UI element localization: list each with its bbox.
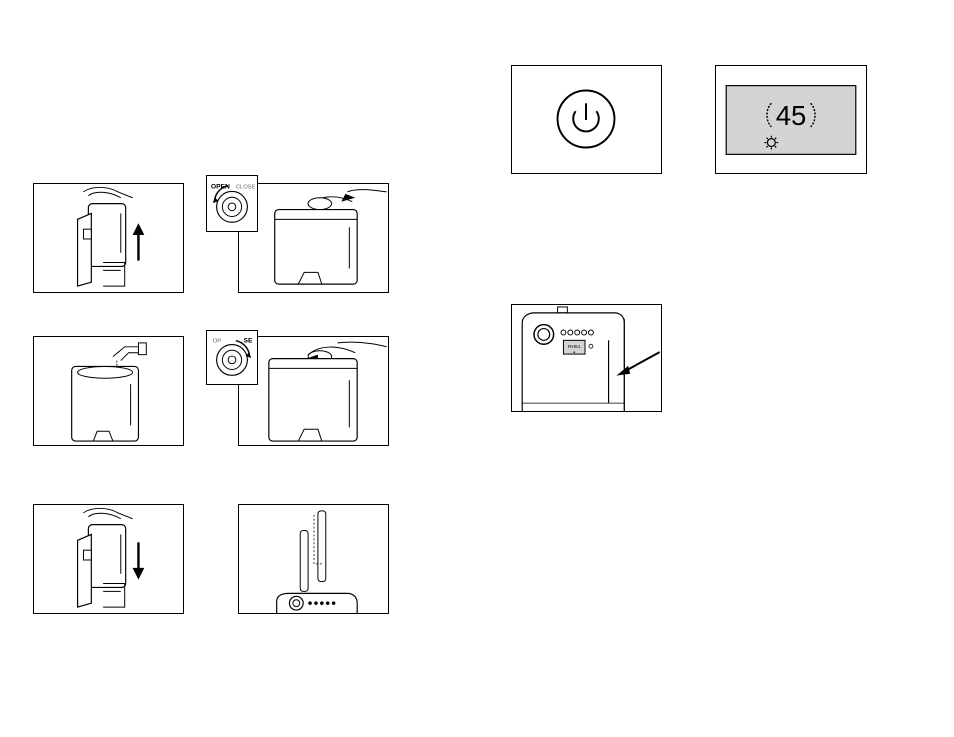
inset-close-label: SE bbox=[244, 338, 253, 345]
inset-open-label: OPEN bbox=[211, 184, 230, 191]
figure-cap-close bbox=[238, 336, 389, 446]
figure-cap-open bbox=[238, 183, 389, 293]
lcd-humidity-value: 45 bbox=[776, 100, 807, 131]
figure-filter-insert bbox=[238, 504, 389, 614]
inset-open-label: OP bbox=[213, 339, 221, 345]
inset-close-label: CLOSE bbox=[236, 185, 256, 191]
figure-lcd-display: 45 bbox=[715, 65, 867, 174]
figure-unit-front: RH51 bbox=[511, 304, 662, 412]
figure-tank-fill bbox=[33, 336, 184, 446]
inset-cap-close-dial: OP SE bbox=[206, 330, 258, 385]
figure-tank-lift-out bbox=[33, 183, 184, 293]
inset-cap-open-dial: OPEN CLOSE bbox=[206, 175, 258, 232]
figure-tank-insert bbox=[33, 504, 184, 614]
figure-power-button bbox=[511, 65, 662, 174]
unit-screen-text: RH51 bbox=[568, 344, 581, 350]
